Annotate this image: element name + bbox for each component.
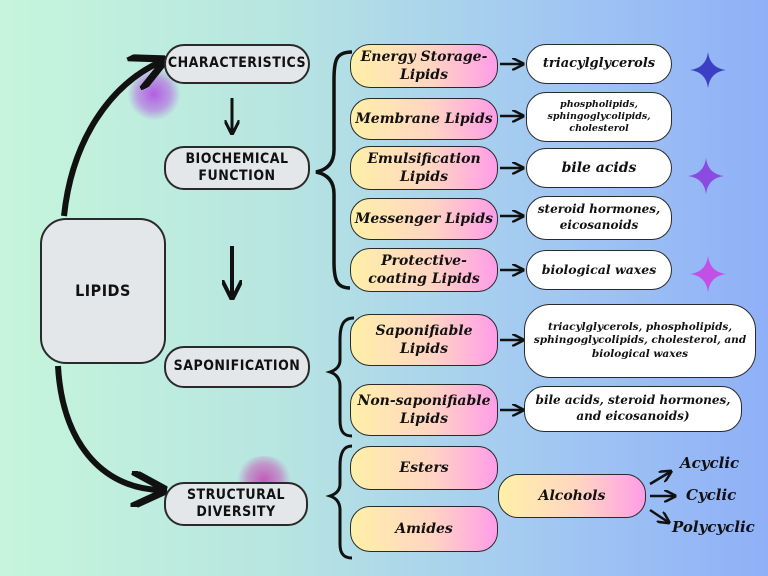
biochemical-function-node: BIOCHEMICAL FUNCTION xyxy=(164,146,310,190)
messenger-lipids-node: Messenger Lipids xyxy=(350,198,498,240)
biological-waxes-node: biological waxes xyxy=(526,250,672,290)
esters-node: Esters xyxy=(350,446,498,490)
non-saponifiable-examples-node: bile acids, steroid hormones, and eicosa… xyxy=(524,386,742,432)
bile-acids-node: bile acids xyxy=(526,148,672,188)
saponifiable-examples-node: triacylglycerols, phospholipids, sphingo… xyxy=(524,304,756,378)
lipids-node: LIPIDS xyxy=(40,218,166,364)
sparkle-icon-2 xyxy=(688,158,724,194)
brace-function xyxy=(315,50,353,290)
arrow-acyclic xyxy=(649,472,670,486)
arrow-lipids-to-structural xyxy=(55,365,160,490)
cyclic-label: Cyclic xyxy=(686,486,737,504)
messenger-examples-node: steroid hormones, eicosanoids xyxy=(526,196,672,240)
saponification-node: SAPONIFICATION xyxy=(164,346,310,388)
structural-diversity-node: STRUCTURAL DIVERSITY xyxy=(164,482,308,526)
amides-node: Amides xyxy=(350,506,498,552)
membrane-lipids-node: Membrane Lipids xyxy=(350,98,498,140)
triacylglycerols-node: triacylglycerols xyxy=(526,44,672,84)
arrow-polycyclic xyxy=(649,508,668,522)
brace-structural xyxy=(325,444,353,560)
membrane-examples-node: phospholipids, sphingoglycolipids, chole… xyxy=(526,92,672,142)
energy-storage-lipids-node: Energy Storage-Lipids xyxy=(350,44,498,88)
sparkle-icon-1 xyxy=(690,52,726,88)
characteristics-node: CHARACTERISTICS xyxy=(164,44,310,84)
arrow-lipids-to-characteristics xyxy=(61,62,160,217)
acyclic-label: Acyclic xyxy=(680,454,740,472)
alcohols-node: Alcohols xyxy=(498,474,646,518)
protective-coating-lipids-node: Protective-coating Lipids xyxy=(350,248,498,292)
saponifiable-lipids-node: Saponifiable Lipids xyxy=(350,314,498,366)
sparkle-icon-3 xyxy=(690,256,726,292)
emulsification-lipids-node: Emulsification Lipids xyxy=(350,146,498,190)
non-saponifiable-lipids-node: Non-saponifiable Lipids xyxy=(350,384,498,436)
brace-saponification xyxy=(325,316,355,438)
polycyclic-label: Polycyclic xyxy=(672,518,755,536)
